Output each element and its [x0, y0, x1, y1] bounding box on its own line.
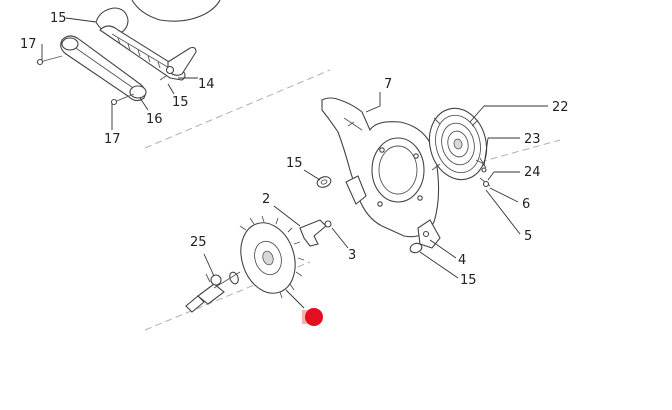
callout-4: 4 [458, 253, 466, 268]
flywheel-fan [239, 215, 305, 299]
callout-7: 7 [384, 77, 392, 92]
crankshaft [185, 271, 241, 313]
small-nut [324, 220, 332, 228]
callout-numbers: 15 17 14 15 16 17 7 22 23 24 6 5 15 2 3 … [20, 11, 569, 288]
leader-lines [41, 17, 548, 309]
callout-15-top: 15 [50, 11, 67, 26]
callout-15-low: 15 [460, 273, 477, 288]
handle-bar-assembly [36, 25, 197, 106]
callout-5: 5 [524, 229, 532, 244]
callout-16: 16 [146, 112, 163, 127]
callout-15-mid: 15 [172, 95, 189, 110]
callout-3: 3 [348, 248, 356, 263]
fan-housing [321, 97, 441, 249]
callout-25: 25 [190, 235, 207, 250]
callout-17-low: 17 [104, 132, 121, 147]
callout-14: 14 [198, 77, 215, 92]
callout-17-top: 17 [20, 37, 37, 52]
callout-24: 24 [524, 165, 541, 180]
recoil-starter-cover [428, 107, 488, 181]
center-bushing [316, 176, 332, 188]
pawl-bracket [299, 219, 327, 247]
pin-hardware [479, 157, 491, 188]
callout-22: 22 [552, 100, 569, 115]
highlight-marker [302, 308, 323, 326]
callout-6: 6 [522, 197, 530, 212]
callout-2: 2 [262, 192, 270, 207]
lower-bushing [409, 242, 423, 254]
callout-15-center: 15 [286, 156, 303, 171]
callout-23: 23 [524, 132, 541, 147]
